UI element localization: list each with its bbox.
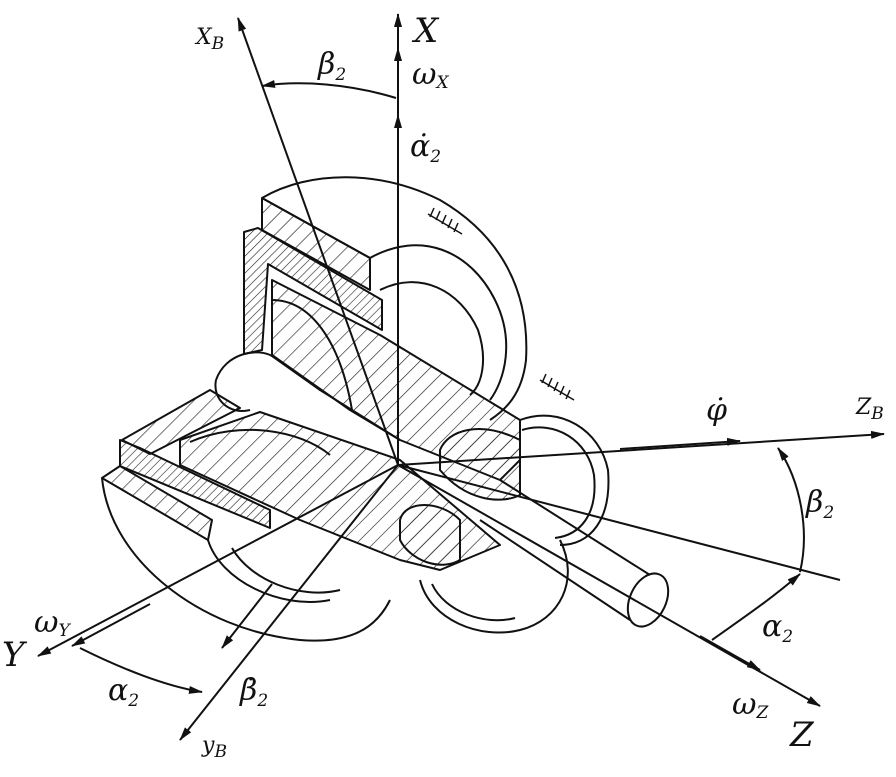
label-beta-top: β2: [317, 47, 346, 85]
fixed-support-right: [539, 373, 575, 401]
arc-beta-top: [261, 80, 397, 99]
axis-xb: [237, 17, 399, 466]
label-x: X: [411, 11, 440, 51]
axis-beta-dot-vector: [221, 583, 273, 649]
label-phi-dot: φ̇: [706, 393, 727, 428]
coordinate-axes: [37, 13, 885, 741]
arc-alpha-left: [79, 647, 203, 694]
central-hub: [215, 351, 401, 441]
label-yb: yB: [201, 733, 227, 762]
outer-housing-ring: [261, 176, 528, 421]
label-zb: ZB: [855, 395, 884, 424]
label-beta-dot: β̇2: [239, 673, 268, 711]
axis-omega-y-vector: [71, 603, 151, 647]
output-shaft: [479, 479, 651, 621]
label-omega-z: ωZ: [732, 687, 769, 723]
axis-z: [397, 464, 821, 707]
axis-phi-dot-vector: [619, 437, 741, 450]
mechanism-body: [101, 176, 670, 642]
axis-omega-z-vector: [699, 635, 761, 671]
label-alpha-right: α2: [762, 609, 793, 647]
arc-alpha-right: [711, 573, 801, 641]
lower-housing-ring: [101, 477, 391, 642]
label-alpha-left: α2: [108, 673, 139, 711]
fixed-support-top: [427, 207, 463, 235]
arc-beta-right: [777, 447, 805, 573]
label-beta-right: β2: [805, 485, 834, 523]
label-omega-x: ωX: [412, 57, 449, 93]
label-xb: XB: [194, 25, 224, 54]
axis-yb: [179, 464, 399, 741]
projection-line: [397, 464, 841, 581]
rotor-right-end: [439, 428, 521, 501]
axis-y: [37, 464, 399, 657]
label-z: Z: [789, 715, 815, 755]
shaft-end: [626, 572, 670, 628]
axis-zb: [397, 430, 885, 466]
label-y: Y: [2, 635, 28, 675]
label-alpha-dot: α̇2: [410, 129, 441, 167]
labels: X XB β2 ωX α̇2 φ̇ ZB β2 α2 ωZ Z ωY Y α2 …: [2, 11, 884, 762]
label-omega-y: ωY: [34, 605, 71, 641]
